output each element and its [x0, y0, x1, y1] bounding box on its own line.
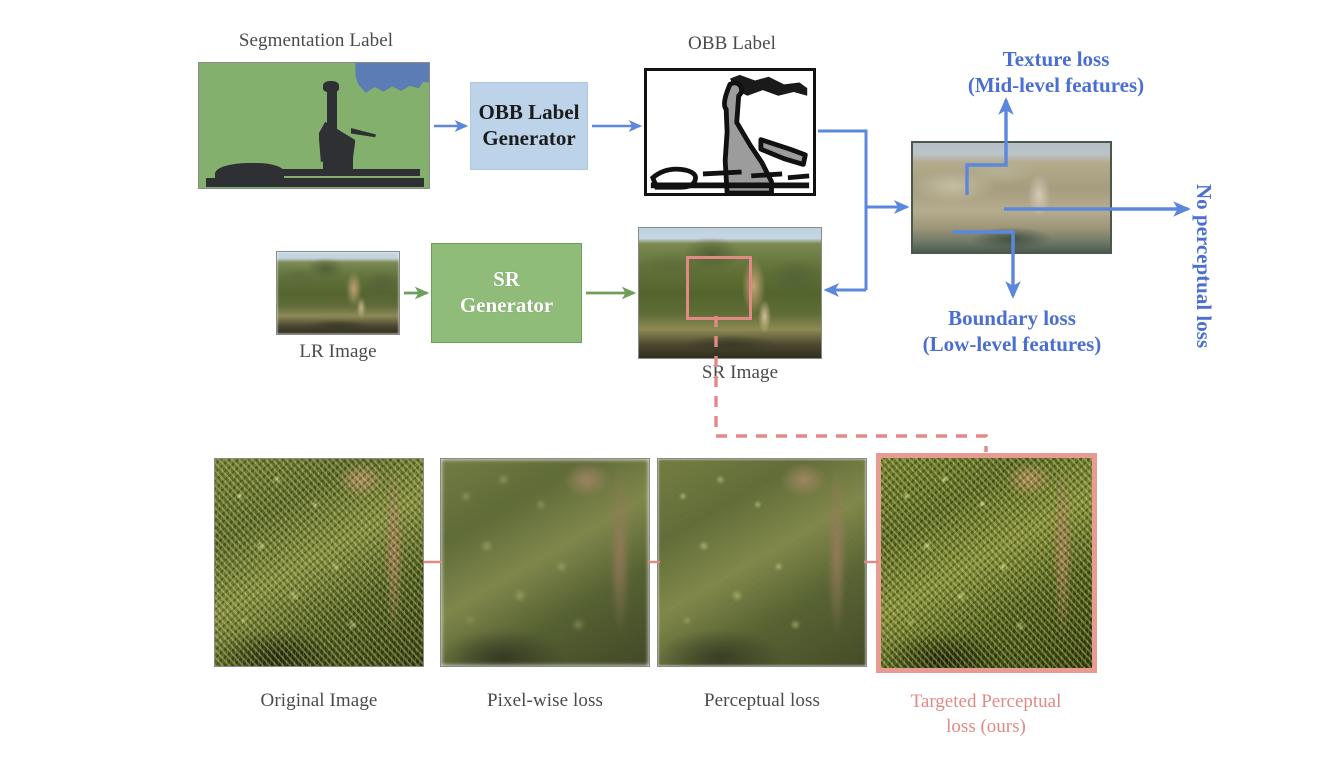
- foliage-texture: [215, 459, 423, 666]
- ground-vegetation-strip: [205, 178, 425, 187]
- lr-image-caption: LR Image: [299, 341, 377, 362]
- comparison-panel-image-1: [440, 458, 650, 667]
- no-perceptual-loss-label: No perceptual loss: [1192, 184, 1216, 349]
- sr-crop-box: [686, 256, 752, 320]
- segmentation-label-image: [198, 62, 430, 189]
- ours-caption-line2: loss (ours): [946, 715, 1026, 737]
- texture-loss-line2: (Mid-level features): [967, 73, 1145, 98]
- sr-generator-box[interactable]: SR Generator: [431, 243, 582, 343]
- texture-loss-line1: Texture loss: [1002, 47, 1110, 71]
- obb-contours: [649, 74, 810, 193]
- texture-loss-label: Texture loss (Mid-level features): [906, 46, 1206, 99]
- sr-generator-label-line2: Generator: [459, 293, 554, 317]
- comparison-caption-2: Perceptual loss: [703, 690, 820, 711]
- foliage-texture: [881, 458, 1092, 668]
- boundary-loss-line1: Boundary loss: [948, 306, 1076, 330]
- obb-giraffe-mask: [722, 80, 774, 193]
- obb-generator-label-line2: Generator: [482, 126, 576, 150]
- comparison-panel-image-3: [876, 453, 1097, 673]
- ground-vegetation-mid: [281, 169, 420, 176]
- lr-photo: [277, 252, 399, 334]
- obb-label-image: [644, 68, 816, 196]
- lr-image: [276, 251, 400, 335]
- obb-canopy-contour: [730, 74, 808, 96]
- feature-map-image: [911, 141, 1112, 254]
- giraffe-neck: [326, 88, 337, 131]
- comparison-caption-3: Targeted Perceptual loss (ours): [866, 690, 1106, 739]
- feature-map: [913, 143, 1110, 252]
- obb-generator-label: OBB Label Generator: [479, 100, 580, 151]
- comparison-panel-image-2: [657, 458, 867, 667]
- perceptual-loss-photo: [658, 459, 866, 666]
- segmentation-map: [199, 63, 429, 188]
- foliage-texture: [658, 459, 866, 666]
- giraffe-head: [323, 80, 340, 92]
- targeted-perceptual-loss-photo: [881, 458, 1092, 668]
- obb-generator-label-line1: OBB Label: [478, 100, 580, 125]
- ours-caption-line1: Targeted Perceptual: [910, 691, 1062, 712]
- obb-label-caption: OBB Label: [688, 33, 776, 54]
- boundary-loss-line2: (Low-level features): [922, 332, 1102, 357]
- giraffe-tail: [350, 128, 377, 138]
- comparison-caption-0: Original Image: [260, 690, 378, 711]
- sr-generator-label-line1: SR: [493, 267, 520, 292]
- obb-giraffe-tail: [758, 137, 808, 167]
- pixel-wise-loss-photo: [441, 459, 649, 666]
- obb-label-generator-box[interactable]: OBB Label Generator: [470, 82, 588, 170]
- boundary-loss-label: Boundary loss (Low-level features): [862, 305, 1162, 358]
- obb-ground-marks: [702, 169, 810, 181]
- original-image-photo: [215, 459, 423, 666]
- sr-generator-label: SR Generator: [460, 267, 553, 318]
- connector-obblabel-bus: [818, 129, 868, 290]
- comparison-panel-image-0: [214, 458, 424, 667]
- segmentation-label-caption: Segmentation Label: [238, 30, 394, 51]
- no-perceptual-loss-label-wrap: No perceptual loss: [1192, 184, 1220, 404]
- comparison-caption-1: Pixel-wise loss: [486, 690, 604, 711]
- obb-map: [647, 71, 813, 193]
- sky-region: [355, 63, 429, 93]
- foliage-texture: [441, 459, 649, 666]
- sr-image-caption: SR Image: [701, 362, 779, 383]
